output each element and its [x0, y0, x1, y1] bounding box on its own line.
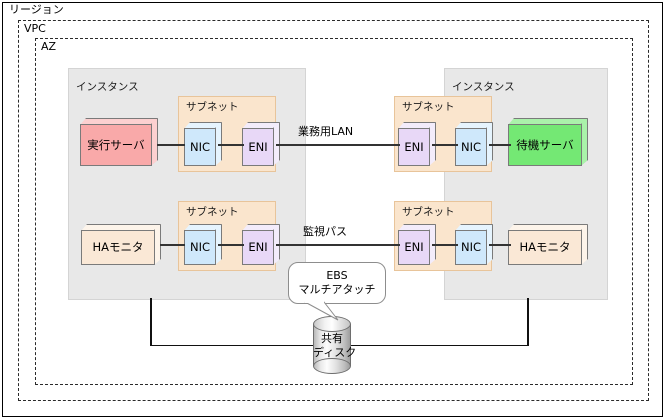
frame-az: [35, 38, 633, 385]
subnet-group-top-right-title: サブネット: [402, 101, 455, 113]
line-eni-to-nic-bottom-right: [432, 244, 458, 246]
node-active-server-side-face: [151, 118, 158, 166]
node-ha-monitor-right[interactable]: HAモニタ: [508, 224, 588, 265]
node-eni-bottom-right[interactable]: ENI: [398, 224, 436, 265]
subnet-group-bottom-right-title: サブネット: [402, 206, 455, 218]
line-business-lan: [276, 144, 400, 146]
line-nic-to-eni-bottom-left: [218, 244, 244, 246]
node-nic-top-left-label: NIC: [184, 128, 216, 166]
instance-group-left-title: インスタンス: [76, 81, 139, 93]
node-active-server-label: 実行サーバ: [80, 124, 152, 166]
node-standby-server-label: 待機サーバ: [508, 124, 582, 166]
line-monitor-path: [276, 244, 400, 246]
shared-disk-label-line2: ディスク: [313, 346, 357, 359]
node-ha-monitor-left-label: HAモニタ: [81, 230, 155, 265]
node-standby-server-side-face: [581, 118, 588, 166]
line-storage-right-run: [351, 345, 529, 346]
line-storage-left-run: [150, 345, 313, 346]
monitor-path-label: 監視パス: [303, 225, 347, 238]
ebs-callout-line1: EBS: [326, 269, 348, 282]
instance-group-right-title: インスタンス: [452, 81, 515, 93]
node-eni-bottom-left-label: ENI: [242, 230, 274, 265]
frame-az-label: AZ: [40, 40, 58, 53]
node-active-server[interactable]: 実行サーバ: [80, 118, 158, 166]
node-eni-top-right[interactable]: ENI: [398, 122, 436, 166]
node-nic-top-right-label: NIC: [455, 128, 487, 166]
ebs-multiattach-callout: EBS マルチアタッチ: [288, 262, 386, 304]
node-eni-bottom-right-label: ENI: [398, 230, 430, 265]
node-eni-top-left[interactable]: ENI: [242, 122, 280, 166]
node-eni-top-left-label: ENI: [242, 128, 274, 166]
frame-vpc-label: VPC: [23, 22, 47, 35]
node-eni-bottom-left[interactable]: ENI: [242, 224, 280, 265]
node-nic-top-left[interactable]: NIC: [184, 122, 222, 166]
subnet-group-bottom-left-title: サブネット: [186, 206, 239, 218]
node-nic-top-right[interactable]: NIC: [455, 122, 493, 166]
node-nic-bottom-left[interactable]: NIC: [184, 224, 222, 265]
shared-disk-label: 共有 ディスク: [313, 332, 357, 360]
line-storage-left-drop: [150, 298, 152, 346]
line-ha-monitor-left-to-nic: [160, 244, 185, 246]
line-storage-right-drop: [527, 298, 529, 346]
node-ha-monitor-right-label: HAモニタ: [508, 230, 582, 265]
line-nic-to-standby-server: [489, 144, 511, 146]
node-standby-server[interactable]: 待機サーバ: [508, 118, 588, 166]
shared-disk-cylinder[interactable]: 共有 ディスク: [313, 316, 357, 374]
subnet-group-top-left-title: サブネット: [186, 101, 239, 113]
shared-disk-label-line1: 共有: [321, 332, 343, 345]
shared-disk-bottom-ellipse: [313, 358, 351, 374]
ebs-callout-line2: マルチアタッチ: [298, 283, 376, 296]
line-nic-to-eni-top-left: [218, 144, 244, 146]
node-ha-monitor-left[interactable]: HAモニタ: [81, 224, 161, 265]
ebs-callout-tail-icon: [304, 301, 339, 321]
node-ha-monitor-right-side-face: [581, 224, 588, 265]
node-nic-bottom-right[interactable]: NIC: [455, 224, 493, 265]
node-nic-bottom-left-label: NIC: [184, 230, 216, 265]
business-lan-label: 業務用LAN: [298, 125, 354, 138]
node-nic-bottom-right-label: NIC: [455, 230, 487, 265]
line-eni-to-nic-top-right: [432, 144, 458, 146]
frame-vpc: [18, 20, 649, 401]
line-nic-to-ha-monitor-right: [489, 244, 511, 246]
line-active-server-to-nic: [157, 144, 185, 146]
node-eni-top-right-label: ENI: [398, 128, 430, 166]
frame-region-label: リージョン: [8, 3, 65, 16]
